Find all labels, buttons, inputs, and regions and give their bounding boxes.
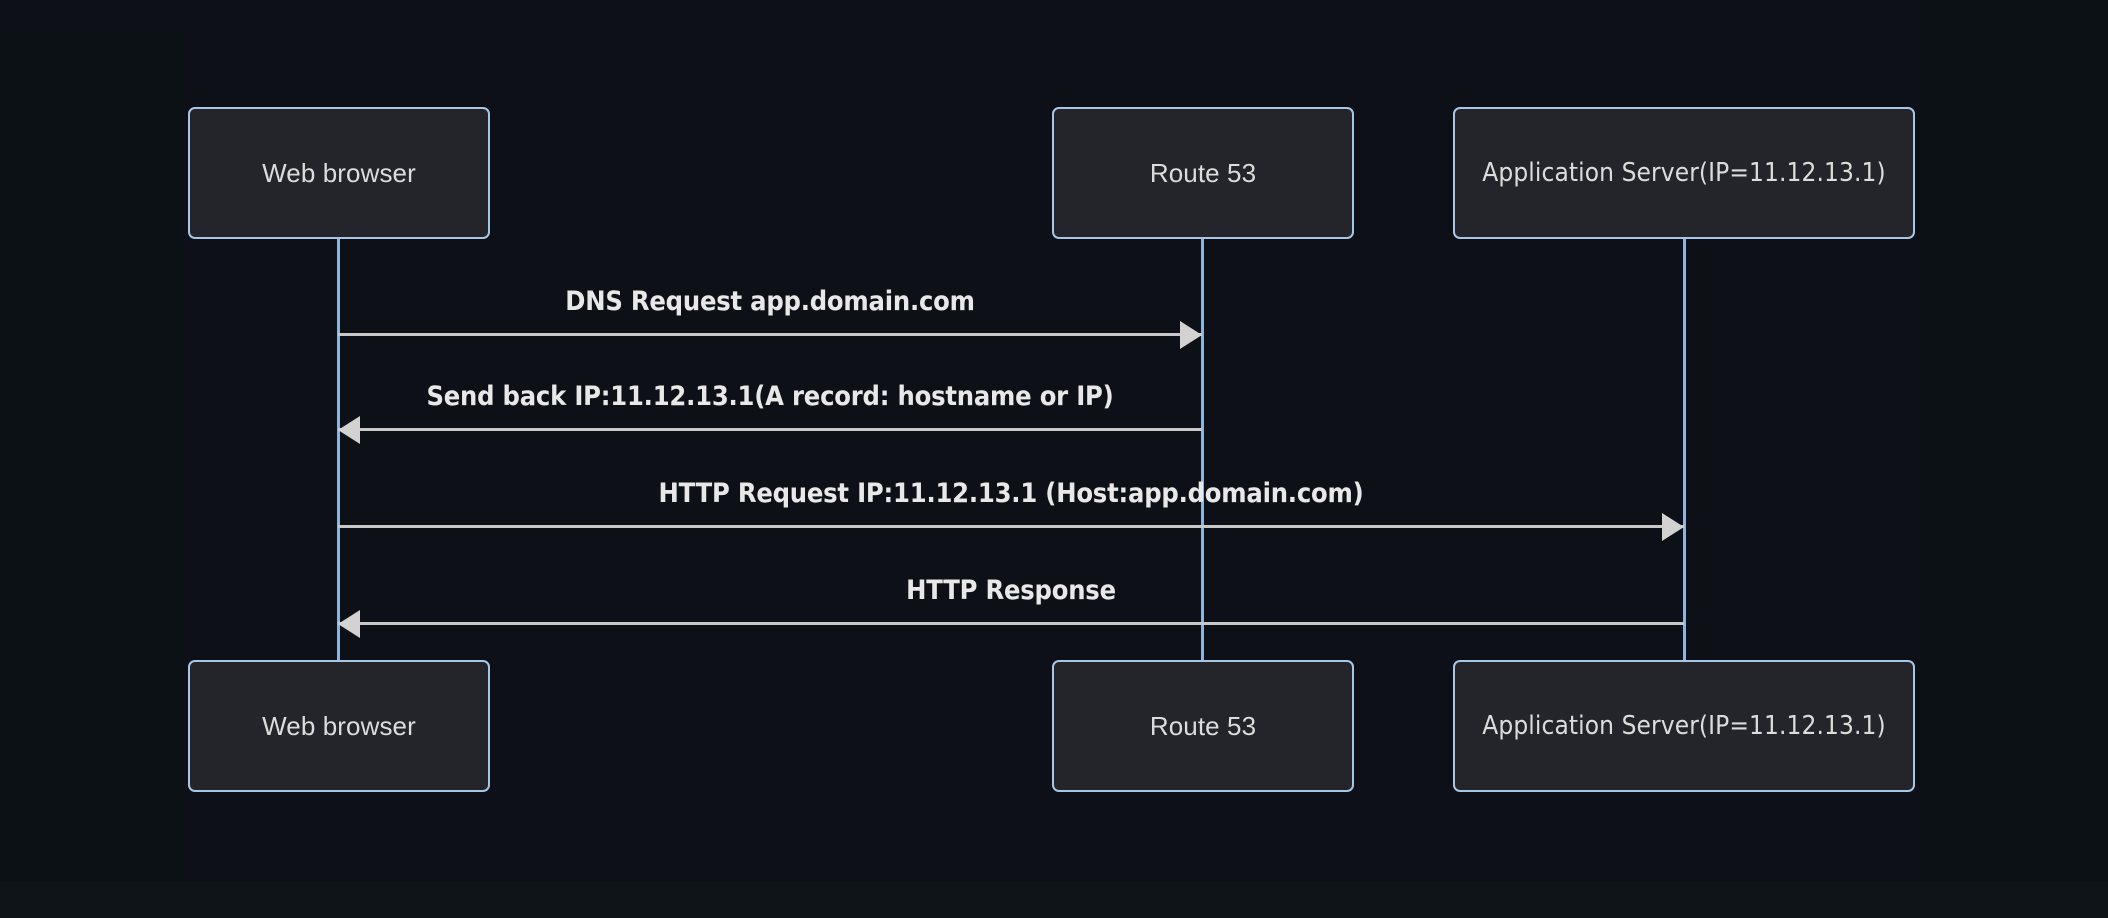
arrowhead-left-icon <box>338 415 360 444</box>
lifeline-browser <box>337 239 340 660</box>
actor-box-bottom-browser[interactable]: Web browser <box>188 660 490 792</box>
actor-label-route53-bottom: Route 53 <box>1149 711 1257 741</box>
message-label-http-request: HTTP Request IP:11.12.13.1 (Host:app.dom… <box>658 478 1364 509</box>
actor-box-top-appserver[interactable]: Application Server(IP=11.12.13.1) <box>1453 107 1915 239</box>
message-line-send-back-ip <box>338 428 1202 431</box>
actor-label-appserver: Application Server(IP=11.12.13.1) <box>1482 158 1886 188</box>
background-panel-left <box>0 30 182 882</box>
actor-box-top-browser[interactable]: Web browser <box>188 107 490 239</box>
actor-box-bottom-route53[interactable]: Route 53 <box>1052 660 1354 792</box>
background-panel-right <box>1920 0 2108 880</box>
actor-label-browser: Web browser <box>262 158 416 188</box>
message-line-http-request <box>338 525 1684 528</box>
actor-box-top-route53[interactable]: Route 53 <box>1052 107 1354 239</box>
actor-label-browser-bottom: Web browser <box>262 711 416 741</box>
lifeline-appserver <box>1683 239 1686 660</box>
arrowhead-left-icon <box>338 609 360 638</box>
background-panel-bottom <box>0 882 2108 918</box>
arrowhead-right-icon <box>1180 320 1202 349</box>
actor-label-route53: Route 53 <box>1149 158 1257 188</box>
lifeline-route53 <box>1201 239 1204 660</box>
message-label-http-response: HTTP Response <box>906 575 1116 606</box>
message-line-dns-request <box>338 333 1202 336</box>
actor-box-bottom-appserver[interactable]: Application Server(IP=11.12.13.1) <box>1453 660 1915 792</box>
message-line-http-response <box>338 622 1684 625</box>
message-label-send-back-ip: Send back IP:11.12.13.1(A record: hostna… <box>426 381 1114 412</box>
actor-label-appserver-bottom: Application Server(IP=11.12.13.1) <box>1482 711 1886 741</box>
arrowhead-right-icon <box>1662 512 1684 541</box>
message-label-dns-request: DNS Request app.domain.com <box>565 286 975 317</box>
